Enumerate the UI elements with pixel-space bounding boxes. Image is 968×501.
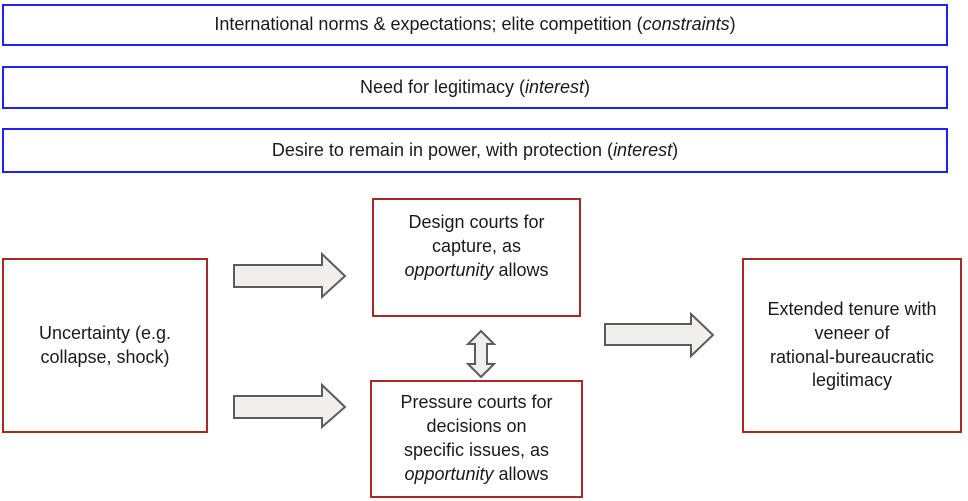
flow-box-design-courts: Design courts for capture, as opportunit…: [372, 198, 581, 317]
uncertainty-to-pressure-arrow-icon: [233, 382, 347, 430]
flow-box-outcome-text: Extended tenure with veneer of rational-…: [767, 298, 937, 391]
flow-box-outcome: Extended tenure with veneer of rational-…: [742, 258, 962, 433]
context-bar-norms-text: International norms & expectations; elit…: [214, 14, 736, 35]
flow-box-uncertainty-text: Uncertainty (e.g. collapse, shock): [38, 322, 172, 367]
context-bar-power: Desire to remain in power, with protecti…: [2, 128, 948, 173]
context-bar-norms: International norms & expectations; elit…: [2, 4, 948, 46]
flow-box-pressure-courts: Pressure courts for decisions on specifi…: [370, 380, 583, 498]
flow-box-design-courts-text: Design courts for capture, as opportunit…: [404, 212, 549, 280]
strategies-to-outcome-arrow-icon: [604, 311, 715, 359]
context-bar-power-text: Desire to remain in power, with protecti…: [271, 139, 679, 160]
flow-box-uncertainty: Uncertainty (e.g. collapse, shock): [2, 258, 208, 433]
context-bar-legitimacy-text: Need for legitimacy (interest): [359, 76, 591, 97]
flow-box-pressure-courts-text: Pressure courts for decisions on specifi…: [400, 392, 553, 484]
uncertainty-to-design-arrow-icon: [233, 251, 347, 300]
context-bar-legitimacy: Need for legitimacy (interest): [2, 66, 948, 109]
design-pressure-double-arrow-icon: [465, 329, 497, 379]
